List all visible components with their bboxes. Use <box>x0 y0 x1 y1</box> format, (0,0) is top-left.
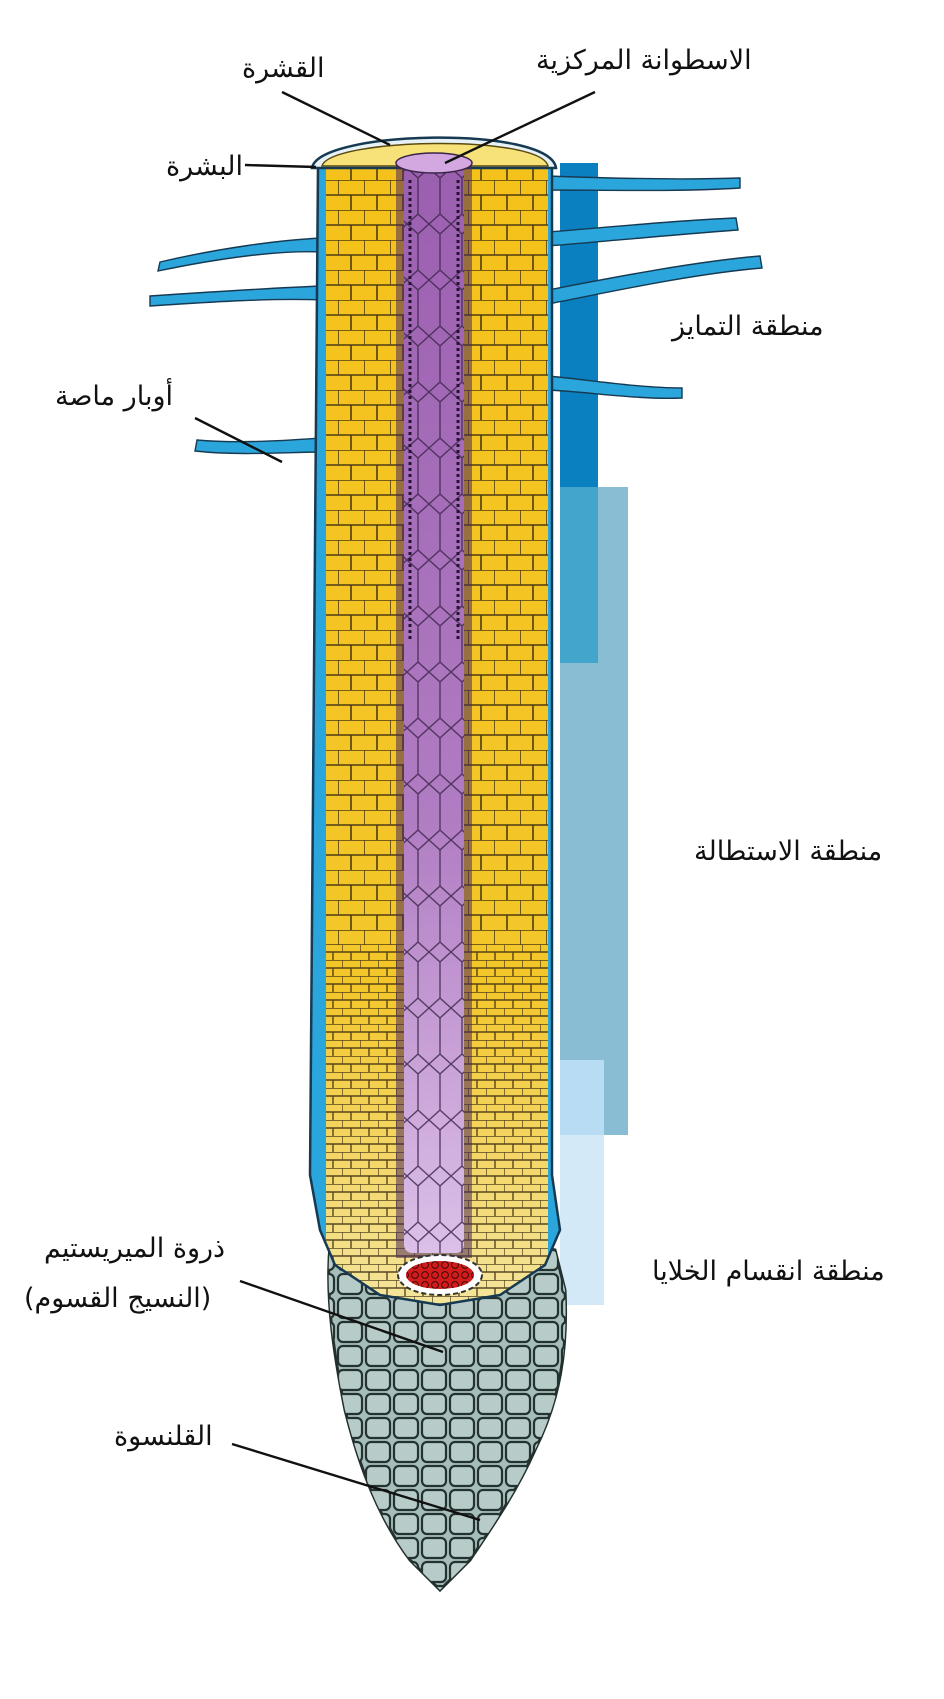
zone-bars <box>560 163 628 1305</box>
zone-label-differentiation: منطقة التمايز <box>672 311 824 342</box>
label-vascular-cylinder: الاسطوانة المركزية <box>536 45 752 76</box>
label-meristem-line2: (النسيج القسوم) <box>24 1283 212 1314</box>
vascular-cylinder <box>395 152 473 1258</box>
label-root-cap: القلنسوة <box>114 1421 213 1452</box>
epidermis-outline <box>308 163 562 1307</box>
zone-label-elongation: منطقة الاستطالة <box>694 836 883 867</box>
zone-label-cell-division: منطقة انقسام الخلايا <box>652 1256 885 1287</box>
root-cap <box>327 1240 568 1593</box>
zone-bar-differentiation <box>560 163 598 487</box>
zone-bar-elongation-overlap <box>560 487 598 663</box>
leader-lines <box>194 90 596 1522</box>
root-hairs <box>149 175 763 455</box>
apical-meristem <box>397 1254 483 1296</box>
label-root-hairs: أوبار ماصة <box>55 381 173 412</box>
label-meristem-line1: ذروة الميريستيم <box>44 1233 226 1264</box>
label-epidermis: البشرة <box>166 151 244 182</box>
label-cortex: القشرة <box>242 53 325 84</box>
zone-bar-division-overlap <box>560 1060 604 1135</box>
